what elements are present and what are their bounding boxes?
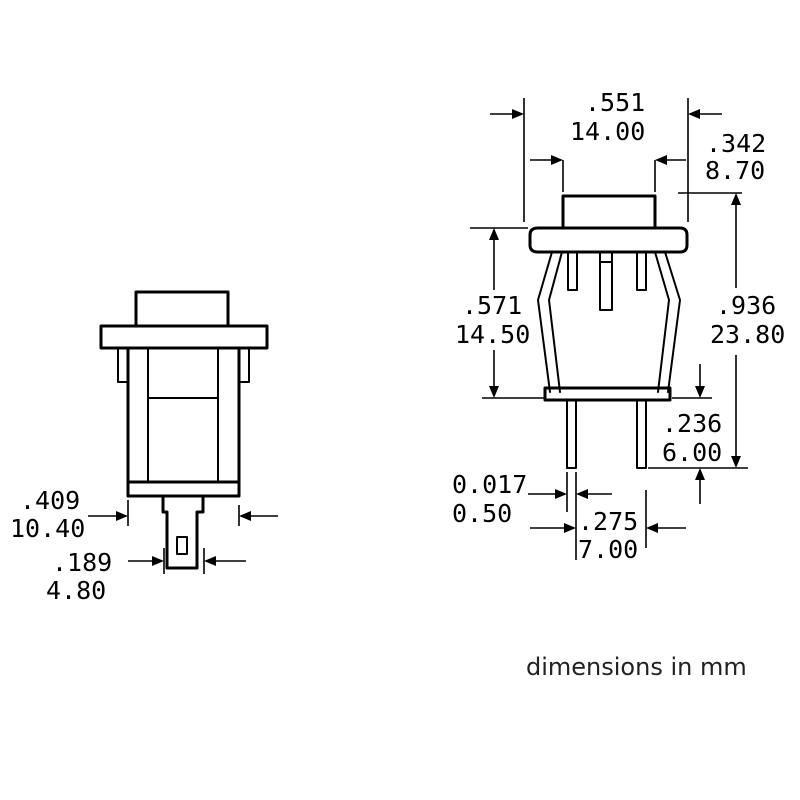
- front-view-contact-right: [636, 251, 647, 291]
- side-view-body: [126, 346, 241, 484]
- pin-thickness-in-label: 0.017: [452, 470, 527, 499]
- side-view-base: [126, 480, 241, 498]
- front-view-right-spring-outer: [664, 251, 681, 393]
- overhang-mm-label: 8.70: [705, 156, 765, 185]
- terminal-width-in-label: .189: [52, 548, 112, 577]
- front-view-left-spring-outer: [537, 251, 553, 393]
- overhang-in-label: .342: [706, 129, 766, 158]
- cap-width-mm-label: 14.00: [570, 117, 645, 146]
- front-view-base: [543, 386, 672, 402]
- front-view-right-spring-inner: [654, 251, 670, 393]
- pin-thickness-mm-label: 0.50: [452, 499, 512, 528]
- terminal-width-mm-label: 4.80: [46, 576, 106, 605]
- overall-height-in-label: .936: [716, 291, 776, 320]
- pin-spacing-mm-label: 7.00: [578, 535, 638, 564]
- front-view-cap: [561, 194, 657, 228]
- overall-height-mm-label: 23.80: [710, 320, 785, 349]
- side-view: .409 10.40 .189 4.80: [10, 290, 278, 605]
- side-view-flange: [99, 324, 269, 350]
- pin-length-in-label: .236: [662, 409, 722, 438]
- front-view-pin-left: [566, 399, 577, 469]
- pin-length-mm-label: 6.00: [662, 438, 722, 467]
- front-view-flange: [528, 226, 689, 254]
- body-height-mm-label: 14.50: [455, 320, 530, 349]
- side-view-cap: [134, 290, 230, 328]
- cap-width-in-label: .551: [585, 88, 645, 117]
- front-view-plunger: [599, 251, 613, 311]
- left-width-mm-label: 10.40: [10, 514, 85, 543]
- front-view-pin-right: [636, 399, 647, 469]
- front-view-contact-left: [567, 251, 578, 291]
- units-note: dimensions in mm: [526, 653, 747, 681]
- body-height-in-label: .571: [462, 291, 522, 320]
- pin-spacing-in-label: .275: [578, 507, 638, 536]
- front-view: .551 14.00 .342 8.70 .571 14.50 .936 23.…: [452, 88, 785, 564]
- left-width-in-label: .409: [20, 486, 80, 515]
- side-view-terminal-hole: [176, 536, 188, 555]
- side-view-terminal: [161, 496, 205, 570]
- front-view-left-spring-inner: [548, 251, 563, 393]
